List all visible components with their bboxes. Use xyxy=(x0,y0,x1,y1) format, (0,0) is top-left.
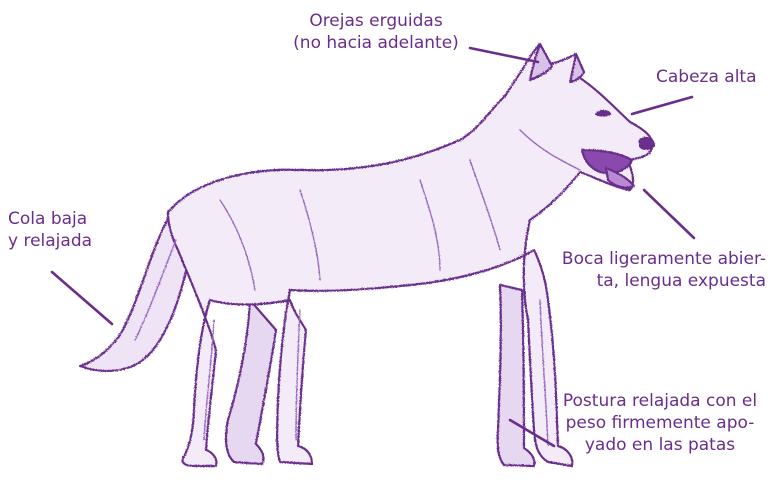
head-label-line-1: Cabeza alta xyxy=(656,66,766,88)
ears-label-line-1: Orejas erguidas xyxy=(276,10,476,32)
stance-label-line-2: peso firmemente apo- xyxy=(550,412,770,434)
mouth-label-line-2: ta, lengua expuesta xyxy=(540,270,766,292)
stance-label: Postura relajada con el peso firmemente … xyxy=(550,390,770,456)
tail-label-line-2: y relajada xyxy=(8,230,128,252)
ears-leader-line xyxy=(470,48,538,62)
far-hind-leg xyxy=(226,300,276,464)
stance-label-line-3: yado en las patas xyxy=(550,434,770,456)
dog-nose xyxy=(640,138,654,149)
head-leader-line xyxy=(632,97,692,114)
mouth-leader-line xyxy=(644,190,694,238)
head-label: Cabeza alta xyxy=(656,66,766,88)
tail-leader-line xyxy=(52,272,112,324)
ears-label-line-2: (no hacia adelante) xyxy=(276,32,476,54)
tail-label: Cola baja y relajada xyxy=(8,208,128,252)
mouth-label-line-1: Boca ligeramente abier- xyxy=(540,248,766,270)
dog-eye xyxy=(596,111,610,116)
tail-label-line-1: Cola baja xyxy=(8,208,128,230)
stance-label-line-1: Postura relajada con el xyxy=(550,390,770,412)
mouth-label: Boca ligeramente abier- ta, lengua expue… xyxy=(540,248,766,292)
ears-label: Orejas erguidas (no hacia adelante) xyxy=(276,10,476,54)
